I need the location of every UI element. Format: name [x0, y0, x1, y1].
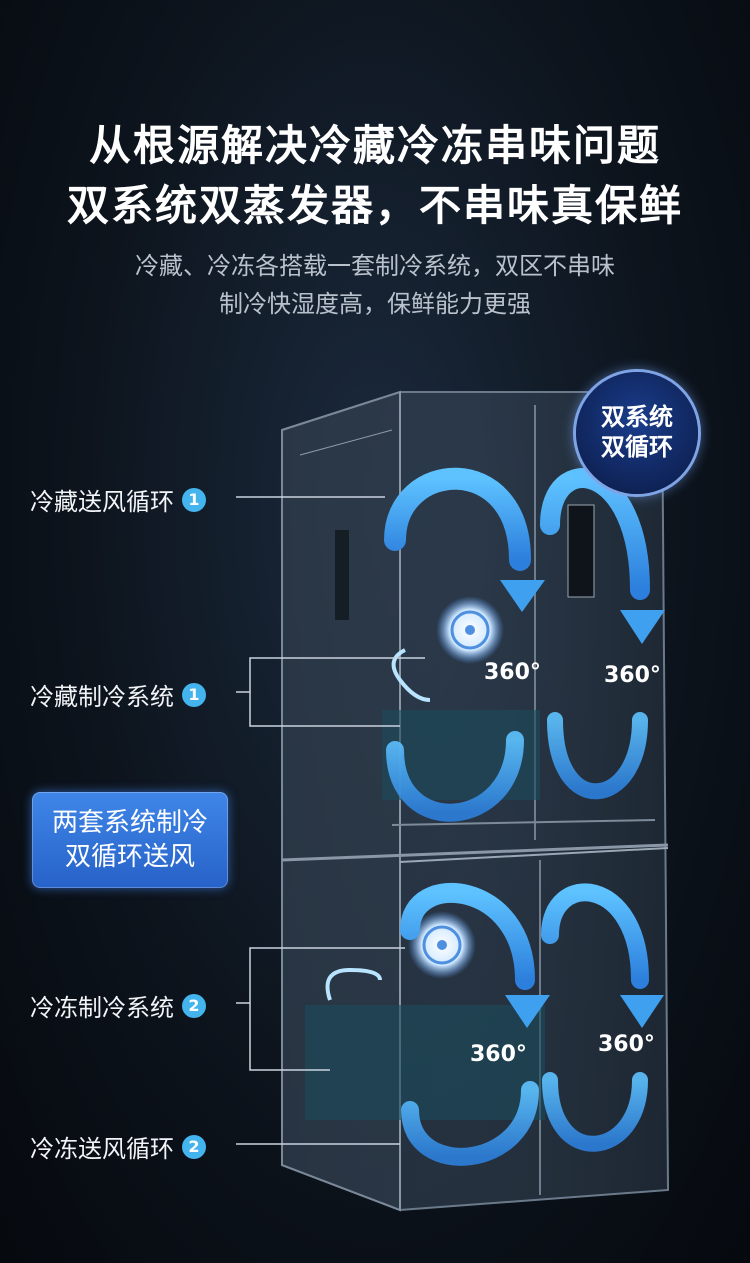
promo-line-1: 两套系统制冷	[51, 808, 208, 838]
label-freezer-airflow: 冷冻送风循环 2	[30, 1129, 206, 1164]
degree-label: 360°	[598, 1032, 655, 1057]
label-text: 冷冻送风循环	[30, 1135, 174, 1163]
label-number: 2	[182, 1134, 206, 1159]
dual-system-badge: 双系统 双循环	[576, 372, 698, 494]
fridge-fan-icon	[436, 596, 504, 664]
label-freezer-cooling-system: 冷冻制冷系统 2	[30, 988, 206, 1023]
callout-lines	[236, 496, 425, 1145]
headline-line-1: 从根源解决冷藏冷冻串味问题	[88, 121, 661, 170]
label-fridge-cooling-system: 冷藏制冷系统 1	[30, 677, 206, 712]
subtitle-line-1: 冷藏、冷冻各搭载一套制冷系统，双区不串味	[135, 252, 615, 280]
freezer-evaporator-coil	[305, 967, 545, 1120]
degree-label: 360°	[604, 663, 661, 688]
label-text: 冷藏送风循环	[30, 488, 174, 516]
label-number: 1	[182, 487, 206, 512]
degree-label: 360°	[484, 660, 541, 685]
label-text: 冷冻制冷系统	[30, 994, 174, 1022]
headline-line-2: 双系统双蒸发器，不串味真保鲜	[66, 181, 683, 230]
promo-box: 两套系统制冷 双循环送风	[32, 792, 228, 888]
freezer-fan-icon	[408, 911, 476, 979]
promo-line-2: 双循环送风	[64, 842, 195, 872]
label-number: 1	[182, 682, 206, 707]
badge-line-1: 双系统	[601, 403, 673, 431]
label-number: 2	[182, 993, 206, 1018]
airflow-arrows	[384, 467, 650, 1166]
label-fridge-airflow: 冷藏送风循环 1	[30, 482, 206, 517]
badge-line-2: 双循环	[601, 433, 673, 461]
label-text: 冷藏制冷系统	[30, 683, 174, 711]
subtitle-line-2: 制冷快湿度高，保鲜能力更强	[219, 290, 531, 318]
arrow-heads	[500, 580, 665, 1028]
degree-label: 360°	[470, 1042, 527, 1067]
